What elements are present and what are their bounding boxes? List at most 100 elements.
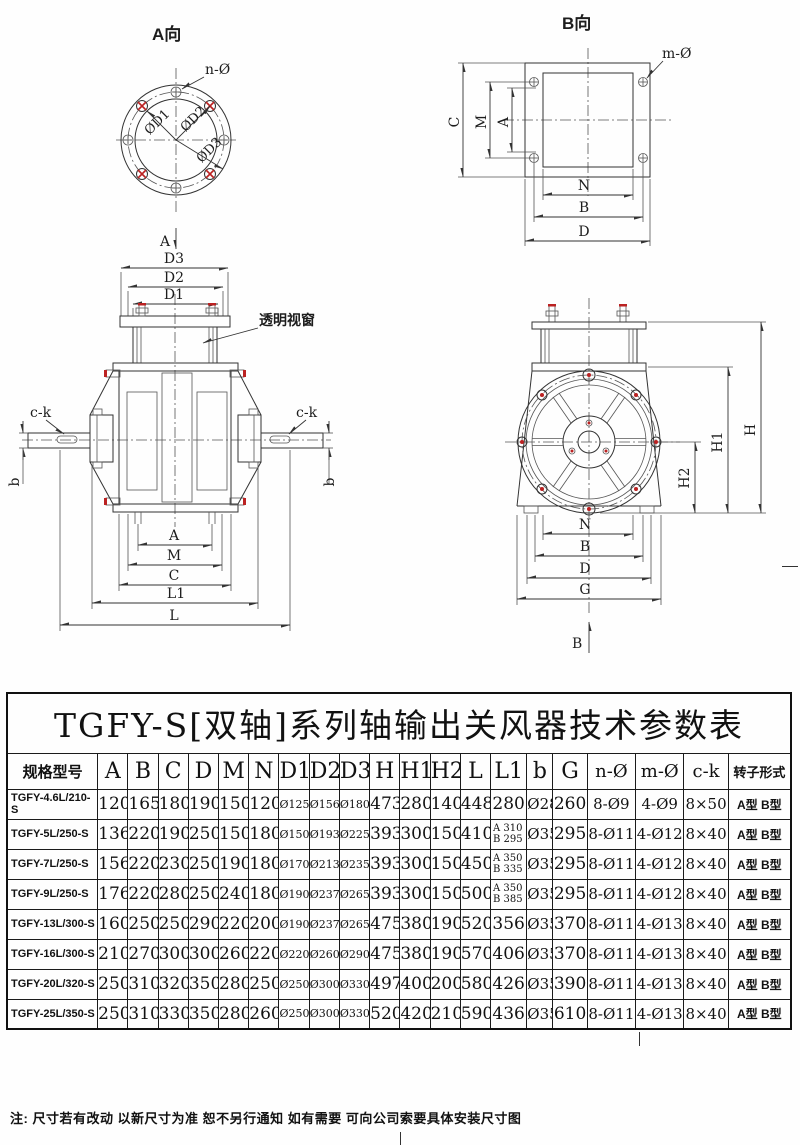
data-cell: 210	[429, 998, 461, 1030]
data-cell: 475	[369, 938, 401, 970]
column-header: H2	[429, 752, 461, 790]
dia2-label: ØD2	[178, 104, 209, 135]
data-cell: Ø190	[278, 908, 310, 940]
data-cell: 120	[97, 788, 129, 820]
data-cell: 280	[157, 878, 189, 910]
data-cell: Ø265	[338, 908, 371, 940]
data-cell: Ø35	[526, 848, 554, 880]
hub	[562, 415, 616, 469]
inlet-flange	[119, 315, 231, 328]
dim-n-label: N	[579, 517, 591, 533]
data-cell: 250	[248, 968, 280, 1000]
data-cell: 500	[459, 878, 492, 910]
data-cell: 8×40	[683, 938, 729, 970]
data-cell: 180	[248, 848, 280, 880]
foot	[523, 505, 539, 514]
data-cell: 140	[429, 788, 461, 820]
data-cell: 4-Ø12	[635, 878, 685, 910]
dim-c-label: C	[447, 117, 463, 128]
data-cell: Ø330	[338, 998, 371, 1030]
column-header: N	[248, 752, 280, 790]
data-cell: 393	[369, 818, 401, 850]
data-cell: Ø28	[526, 788, 554, 820]
data-cell: Ø250	[278, 998, 310, 1030]
keyway-left	[56, 435, 78, 444]
body-outline	[118, 370, 232, 505]
data-cell: Ø170	[278, 848, 310, 880]
dim-h2-label: H2	[677, 467, 693, 488]
data-cell: 356	[489, 908, 528, 940]
dim-l1-label: L1	[167, 586, 185, 602]
data-cell: 280	[218, 968, 250, 1000]
dia3-label: ØD3	[194, 135, 225, 166]
data-cell: 4-Ø12	[635, 848, 685, 880]
dim-m-label: M	[474, 115, 490, 129]
data-cell: 260	[248, 998, 280, 1030]
data-cell: 176	[97, 878, 129, 910]
column-header: n-Ø	[586, 752, 637, 790]
data-cell: 4-Ø13	[635, 968, 685, 1000]
m-dia-label: m-Ø	[662, 46, 691, 62]
data-cell: 220	[248, 938, 280, 970]
data-cell: Ø35	[526, 818, 554, 850]
data-cell: 8-Ø9	[586, 788, 637, 820]
data-cell: 4-Ø9	[635, 788, 685, 820]
corner-bolt	[229, 369, 246, 378]
data-cell: 8×40	[683, 968, 729, 1000]
data-cell: Ø35	[526, 878, 554, 910]
data-cell: 150	[429, 848, 461, 880]
body-bottom-plate	[112, 503, 239, 513]
data-cell: 8-Ø11	[586, 908, 637, 940]
technical-drawings: A向 n-Ø ØD1 ØD2 ØD3 A B向	[7, 13, 766, 653]
page-mark	[782, 566, 798, 567]
table-title: TGFY-S[双轴]系列轴输出关风器技术参数表	[6, 692, 792, 754]
data-cell: Ø225	[338, 818, 371, 850]
data-cell: 190	[218, 848, 250, 880]
data-cell: 4-Ø13	[635, 998, 685, 1030]
flange-inner-circle	[134, 98, 218, 182]
flange-bolt	[205, 303, 219, 317]
dim-b-label: B	[579, 200, 589, 216]
view-a-title: A向	[152, 24, 181, 44]
data-cell: 8-Ø11	[586, 848, 637, 880]
column-header: L	[459, 752, 492, 790]
shaft-boss-left	[89, 414, 114, 463]
data-cell: Ø35	[526, 938, 554, 970]
data-cell: 240	[218, 878, 250, 910]
inlet-neck	[132, 327, 218, 363]
leader-line	[182, 76, 205, 90]
data-cell: 200	[429, 968, 461, 1000]
data-cell: Ø250	[278, 968, 310, 1000]
page-mark	[639, 1032, 640, 1046]
data-cell: 350	[187, 968, 220, 1000]
data-cell: 8×40	[683, 848, 729, 880]
data-cell: 160	[97, 908, 129, 940]
data-cell: 8-Ø11	[586, 998, 637, 1030]
model-cell: TGFY-5L/250-S	[6, 818, 99, 850]
column-header: 规格型号	[6, 752, 99, 790]
flange-outer-square	[524, 62, 651, 178]
dim-m-label: M	[167, 548, 181, 564]
data-cell: 300	[399, 818, 431, 850]
data-cell: 280	[399, 788, 431, 820]
data-cell: 8-Ø11	[586, 968, 637, 1000]
front-view-drawing: D3 D2 D1 透明视窗	[7, 251, 338, 631]
data-cell: 330	[157, 998, 189, 1030]
data-cell: 8×40	[683, 998, 729, 1030]
flange-bolt	[545, 304, 559, 323]
data-cell: A型 B型	[727, 968, 792, 1000]
column-header: b	[526, 752, 554, 790]
spokes	[532, 392, 646, 492]
end-cover-rim	[531, 384, 647, 500]
data-cell: 260	[218, 938, 250, 970]
dim-d1-label: D1	[164, 287, 184, 303]
shaft-dia-right-label: b	[322, 477, 338, 486]
data-cell: 450	[459, 848, 492, 880]
